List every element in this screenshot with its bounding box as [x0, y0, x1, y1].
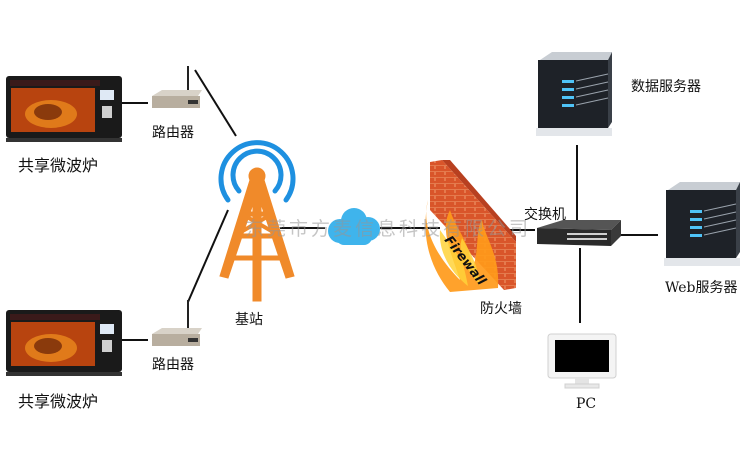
router-bottom — [148, 300, 204, 354]
base-station — [214, 136, 304, 310]
flame-icon — [425, 200, 499, 292]
pc-label: PC — [576, 396, 597, 412]
web-server — [660, 180, 744, 274]
router-bottom-label: 路由器 — [152, 357, 194, 373]
data-server — [532, 50, 616, 144]
microwave-bottom — [6, 310, 122, 380]
switch — [533, 218, 623, 256]
signal-icon — [218, 140, 296, 203]
cloud-icon — [322, 205, 384, 253]
watermark: 东莞市方麦信息科技有限公司 — [245, 218, 532, 240]
microwave-top — [6, 76, 122, 146]
switch-label: 交换机 — [524, 207, 566, 223]
data-server-label: 数据服务器 — [631, 79, 701, 95]
edge-router-top-basestation — [194, 69, 237, 137]
edge-router-bottom-basestation — [187, 209, 229, 303]
firewall-label: 防火墙 — [480, 301, 522, 317]
router-top — [148, 66, 204, 116]
pc-monitor-icon — [547, 333, 619, 395]
microwave-bottom-label: 共享微波炉 — [18, 392, 99, 411]
web-server-label: Web服务器 — [665, 280, 738, 296]
router-top-label: 路由器 — [152, 125, 194, 141]
firewall: Firewall — [420, 160, 520, 299]
tower-icon — [219, 167, 295, 302]
microwave-top-label: 共享微波炉 — [18, 156, 99, 175]
base-station-label: 基站 — [235, 312, 263, 328]
